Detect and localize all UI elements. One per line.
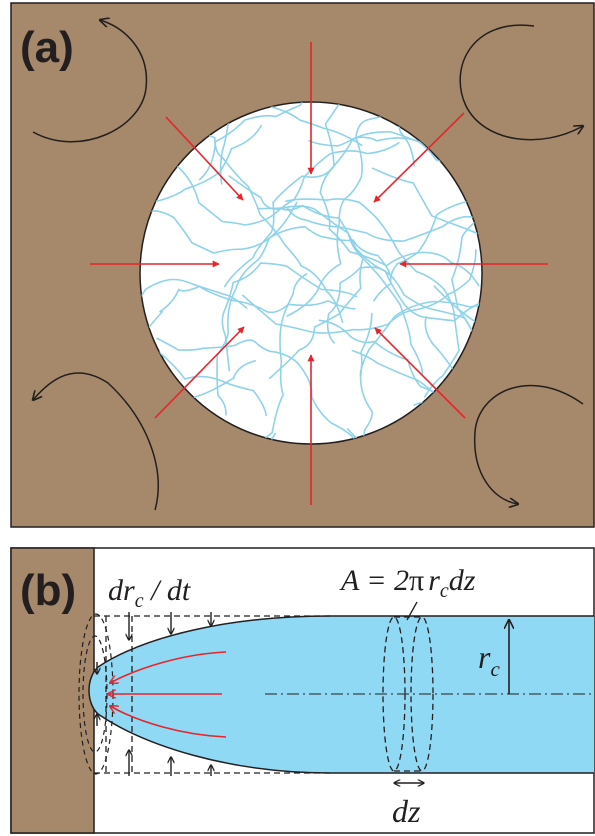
dz-label: dz [392,793,421,829]
fiber-strand [285,198,460,398]
flow-arrow-top-right [459,24,583,141]
fiber-strand [288,312,373,444]
area-leader [406,601,418,621]
initial-outline [94,615,330,774]
fiber-strand [351,349,482,444]
retraction-rate-label: drc / dt [108,574,191,612]
fiber-strand [216,225,392,416]
radius-label: rc [478,639,500,681]
fiber-strand [140,358,256,426]
fiber-strand [424,316,482,444]
fiber-strand [279,204,424,375]
fiber-strand [198,102,440,181]
flow-arrow-top-left [32,20,148,143]
panel-a-label: (a) [20,23,74,72]
fiber-strand [140,253,267,417]
fiber-strand [241,249,477,334]
fiber-strand [140,273,308,444]
tip-flow-arrows [108,651,227,738]
fiber-strand [159,285,356,314]
retraction-rate-arrows [97,612,211,776]
contraction-arrow-top-right [373,112,465,203]
flow-arrow-bottom-right [473,384,584,504]
contraction-arrow-top-left [165,116,244,201]
fiber-strand [371,167,482,260]
flow-arrow-bottom-left [33,372,159,511]
contraction-arrows [90,42,548,505]
fiber-strand [178,102,363,147]
panel-b-label: (b) [20,566,76,615]
flow-arrows [32,20,584,511]
fiber-strand [354,246,482,322]
contraction-arrow-bottom-right [374,327,466,419]
panel-b: (b) [10,547,595,834]
contraction-arrow-bottom-left [154,326,245,419]
panel-a: (a) [10,2,595,528]
fiber-strand [257,191,482,242]
fiber-strand [359,215,482,377]
fiber-strand [319,102,480,287]
